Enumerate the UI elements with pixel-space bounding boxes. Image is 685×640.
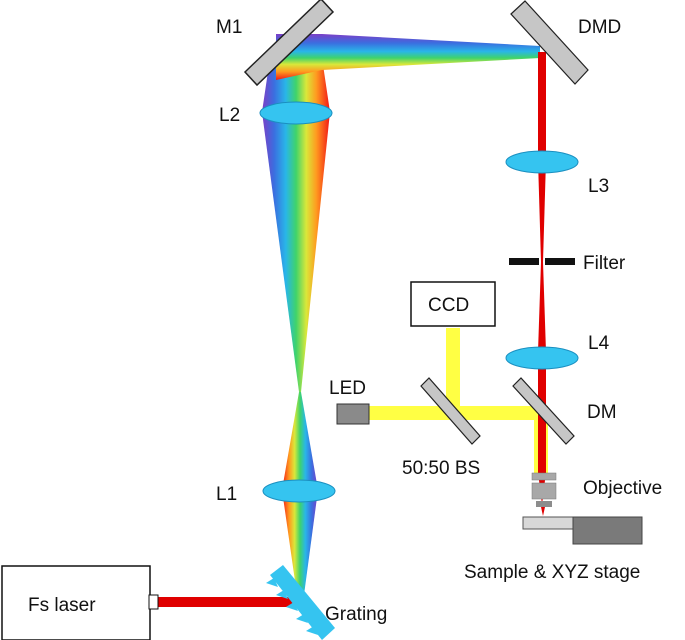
objective-lens [531, 472, 557, 516]
label-dm: DM [587, 402, 617, 423]
label-l3: L3 [588, 176, 609, 197]
laser-beam-input [158, 597, 296, 607]
ccd-camera-box [410, 281, 496, 327]
lens-l2 [259, 101, 333, 125]
lens-l4 [505, 346, 579, 370]
label-led: LED [329, 378, 366, 399]
label-objective: Objective [583, 478, 662, 499]
filter-pinhole [509, 258, 575, 265]
red-beam-vertical [538, 52, 546, 412]
dmd-mirror [510, 0, 589, 85]
fs-laser-source [1, 565, 159, 640]
label-fs-laser: Fs laser [28, 595, 96, 616]
beam-splitter-50-50 [420, 377, 481, 445]
label-stage: Sample & XYZ stage [464, 562, 640, 583]
dispersed-beam-horizontal [276, 34, 540, 80]
label-dmd: DMD [578, 17, 621, 38]
label-ccd: CCD [428, 295, 469, 316]
label-m1: M1 [216, 17, 242, 38]
lens-l1 [262, 479, 336, 503]
diffraction-grating [266, 565, 335, 640]
label-grating: Grating [325, 604, 387, 625]
dispersed-beam-lower [282, 392, 318, 595]
label-l2: L2 [219, 105, 240, 126]
led-source [336, 403, 370, 425]
sample-stage [522, 516, 643, 545]
label-filter: Filter [583, 253, 626, 274]
label-bs: 50:50 BS [402, 458, 480, 479]
mirror-m1 [243, 0, 335, 87]
dichroic-mirror-dm [512, 377, 575, 445]
lens-l3 [505, 150, 579, 174]
label-l1: L1 [216, 484, 237, 505]
label-l4: L4 [588, 333, 610, 354]
